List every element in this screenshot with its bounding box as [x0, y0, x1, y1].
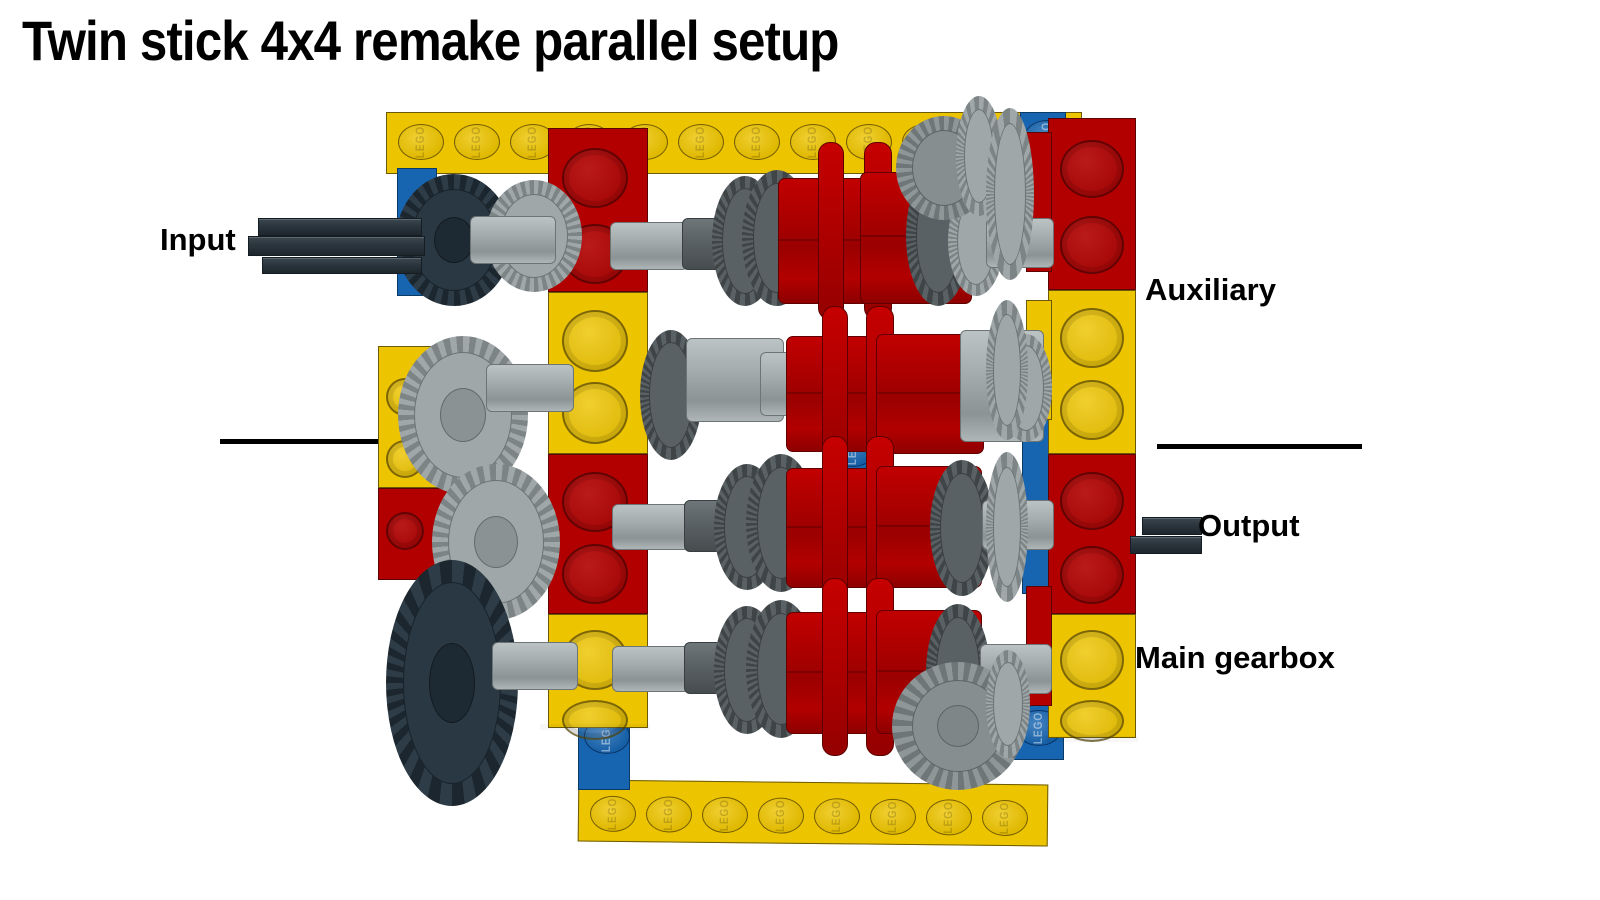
pin-hole [1060, 308, 1124, 368]
stud [813, 797, 861, 835]
output-axle-upper [1142, 517, 1202, 535]
pin-hole [562, 700, 628, 740]
stud [678, 124, 724, 160]
stud [398, 124, 444, 160]
pin-hole [386, 512, 424, 550]
label-input: Input [160, 222, 236, 257]
stud [589, 795, 637, 833]
stud [701, 796, 749, 834]
page-title: Twin stick 4x4 remake parallel setup [22, 9, 839, 72]
bottom-beam-studs [589, 794, 1040, 839]
pin-hole [562, 148, 628, 208]
stud [645, 796, 693, 833]
stud [981, 799, 1029, 837]
row1-driving-ring-a [818, 142, 844, 320]
pin-hole [562, 310, 628, 372]
stud [869, 798, 917, 836]
divider-line-left [220, 439, 378, 444]
row3-axle-connector-a [612, 504, 690, 550]
label-auxiliary: Auxiliary [1145, 272, 1276, 307]
pin-hole [1060, 380, 1124, 440]
output-axle-lower [1130, 536, 1202, 554]
pin-hole [1060, 472, 1124, 530]
axle-connector-left-mid [486, 364, 574, 412]
label-main-gearbox: Main gearbox [1135, 640, 1335, 675]
pin-hole [1060, 700, 1124, 742]
divider-line-right [1157, 444, 1362, 449]
gear-light-20t-rt-top2 [986, 108, 1034, 280]
stud [734, 124, 780, 160]
stud [454, 124, 500, 160]
pin-hole [1060, 140, 1124, 198]
row1-axle-connector-a [610, 222, 688, 270]
model-shadow-right [1046, 736, 1138, 742]
pin-hole [1060, 546, 1124, 604]
row4-axle-connector-a [612, 646, 690, 692]
pin-hole [562, 544, 628, 604]
row4-driving-ring-a [822, 578, 848, 756]
label-output: Output [1198, 508, 1300, 543]
input-axle-lower [262, 257, 422, 274]
gear-light-long-right-low [986, 452, 1028, 602]
input-axle-upper [258, 218, 422, 236]
pin-hole [1060, 216, 1124, 274]
pin-hole [1060, 630, 1124, 690]
stud [925, 799, 973, 836]
axle-connector-top-left [470, 216, 556, 264]
stud [757, 797, 805, 834]
axle-connector-bottom-left [492, 642, 578, 690]
gear-light-long-right-mid [986, 300, 1028, 440]
input-axle-middle [248, 236, 425, 256]
model-shadow-left [540, 724, 650, 730]
gear-light-16t-right-bottom [986, 650, 1030, 758]
